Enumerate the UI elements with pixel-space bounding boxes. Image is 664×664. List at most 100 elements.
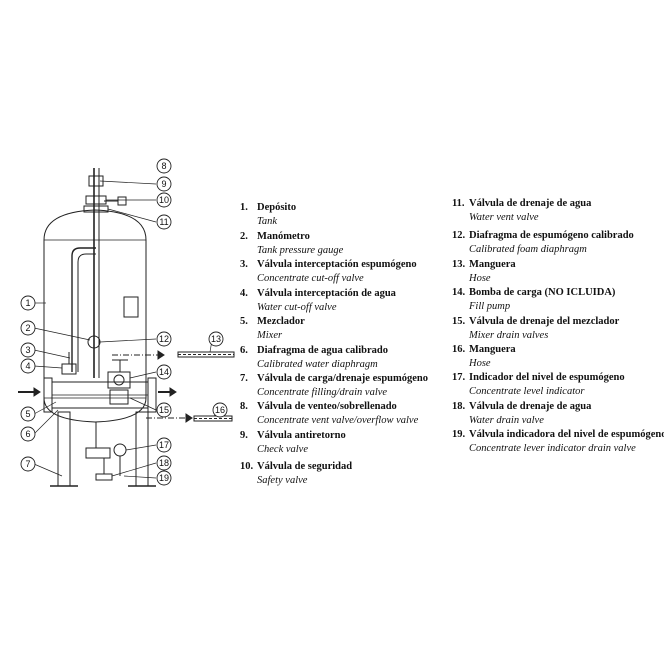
legend-en: Concentrate lever indicator drain valve bbox=[469, 443, 636, 454]
callout-3 bbox=[20, 342, 36, 358]
callout-14-label: 14 bbox=[159, 367, 169, 377]
callout-11-label: 11 bbox=[159, 217, 168, 227]
callouts bbox=[20, 158, 228, 486]
callout-10-label: 10 bbox=[159, 195, 169, 205]
internal-pipe bbox=[71, 247, 96, 372]
tank-shell bbox=[43, 209, 147, 423]
callout-7-label: 7 bbox=[25, 459, 30, 469]
legend-es: Bomba de carga (NO ICLUIDA) bbox=[469, 287, 616, 298]
legend-es: Manguera bbox=[469, 344, 516, 355]
callout-17-label: 17 bbox=[159, 440, 169, 450]
legend-es: Manómetro bbox=[257, 231, 310, 242]
callout-8 bbox=[156, 158, 172, 174]
legend-en: Fill pump bbox=[469, 301, 511, 312]
callout-13 bbox=[208, 331, 224, 347]
callout-15 bbox=[156, 402, 172, 418]
legend-en: Hose bbox=[469, 358, 491, 369]
legend-en: Concentrate vent valve/overflow valve bbox=[257, 415, 419, 426]
callout-18 bbox=[156, 455, 172, 471]
legend-es: Válvula interceptación de agua bbox=[257, 288, 396, 299]
callout-10 bbox=[156, 192, 172, 208]
legend-num: 16. bbox=[452, 344, 466, 355]
legend-num: 11. bbox=[452, 198, 465, 209]
callout-3-label: 3 bbox=[25, 345, 30, 355]
sight-window bbox=[123, 296, 139, 318]
callout-5 bbox=[20, 406, 36, 422]
callout-9-label: 9 bbox=[161, 179, 166, 189]
legend-num: 9. bbox=[240, 430, 248, 441]
legend-es: Diafragma de agua calibrado bbox=[257, 345, 388, 356]
legend-es: Válvula de seguridad bbox=[257, 461, 353, 472]
callout-17 bbox=[156, 437, 172, 453]
legend-es: Válvula de drenaje de agua bbox=[469, 198, 592, 209]
legend-num: 1. bbox=[240, 202, 248, 213]
callout-4 bbox=[20, 358, 36, 374]
legend-en: Mixer bbox=[257, 330, 283, 341]
legend-en: Mixer drain valves bbox=[469, 330, 549, 341]
callout-6-label: 6 bbox=[25, 429, 30, 439]
legend-en: Water vent valve bbox=[469, 212, 539, 223]
legend-num: 2. bbox=[240, 231, 248, 242]
legend-num: 6. bbox=[240, 345, 248, 356]
callout-2 bbox=[20, 320, 36, 336]
legend-en: Concentrate cut-off valve bbox=[257, 273, 364, 284]
legend-en: Tank bbox=[257, 216, 278, 227]
legend-num: 18. bbox=[452, 401, 466, 412]
legend-num: 15. bbox=[452, 316, 466, 327]
callout-16 bbox=[212, 402, 228, 418]
callout-13-label: 13 bbox=[211, 334, 221, 344]
legend-en: Tank pressure gauge bbox=[257, 245, 344, 256]
legend-en: Water cut-off valve bbox=[257, 302, 337, 313]
callout-9 bbox=[156, 176, 172, 192]
legend-num: 19. bbox=[452, 429, 466, 440]
legend-num: 3. bbox=[240, 259, 248, 270]
legend-es: Válvula indicadora del nivel de espumóge… bbox=[469, 429, 664, 440]
legend-es: Válvula de venteo/sobrellenado bbox=[257, 401, 397, 412]
legend-num: 17. bbox=[452, 372, 466, 383]
callout-6 bbox=[20, 426, 36, 442]
tank-diagram: 1 2 3 4 5 6 7 8 9 10 11 12 13 14 15 16 1… bbox=[18, 158, 235, 487]
callout-5-label: 5 bbox=[25, 409, 30, 419]
legend-num: 7. bbox=[240, 373, 248, 384]
legend-es: Indicador del nivel de espumógeno bbox=[469, 372, 625, 383]
callout-1-label: 1 bbox=[25, 298, 30, 308]
legend-es: Válvula de drenaje de agua bbox=[469, 401, 592, 412]
legend-num: 13. bbox=[452, 259, 466, 270]
callout-18-label: 18 bbox=[159, 458, 169, 468]
callout-11 bbox=[156, 214, 172, 230]
legend-num: 12. bbox=[452, 230, 466, 241]
level-indicator bbox=[113, 443, 127, 457]
legend-es: Válvula de carga/drenaje espumógeno bbox=[257, 373, 429, 384]
legend-en: Hose bbox=[469, 273, 491, 284]
legend-es: Diafragma de espumógeno calibrado bbox=[469, 230, 634, 241]
legend-es: Manguera bbox=[469, 259, 516, 270]
callout-14 bbox=[156, 364, 172, 380]
callout-15-label: 15 bbox=[159, 405, 169, 415]
legend-en: Safety valve bbox=[257, 475, 308, 486]
callout-4-label: 4 bbox=[25, 361, 30, 371]
callout-7 bbox=[20, 456, 36, 472]
callout-16-label: 16 bbox=[215, 405, 225, 415]
legend-es: Válvula de drenaje del mezclador bbox=[469, 316, 620, 327]
callout-19 bbox=[156, 470, 172, 486]
callout-12-label: 12 bbox=[159, 334, 169, 344]
legend-en: Check valve bbox=[257, 444, 309, 455]
callout-19-label: 19 bbox=[159, 473, 169, 483]
legend-num: 5. bbox=[240, 316, 248, 327]
legend-es: Válvula antiretorno bbox=[257, 430, 346, 441]
legend-es: Válvula interceptación espumógeno bbox=[257, 259, 417, 270]
callout-12 bbox=[156, 331, 172, 347]
legend-en: Calibrated foam diaphragm bbox=[469, 244, 587, 255]
legend-num: 10. bbox=[240, 461, 254, 472]
legend-en: Water drain valve bbox=[469, 415, 544, 426]
legend-num: 4. bbox=[240, 288, 248, 299]
legend-en: Concentrate level indicator bbox=[469, 386, 585, 397]
legend-es: Mezclador bbox=[257, 316, 305, 327]
legend-en: Calibrated water diaphragm bbox=[257, 359, 378, 370]
callout-2-label: 2 bbox=[25, 323, 30, 333]
legend-en: Concentrate filling/drain valve bbox=[257, 387, 388, 398]
callout-1 bbox=[20, 295, 36, 311]
callout-8-label: 8 bbox=[161, 161, 166, 171]
legend-num: 14. bbox=[452, 287, 466, 298]
legend-num: 8. bbox=[240, 401, 248, 412]
